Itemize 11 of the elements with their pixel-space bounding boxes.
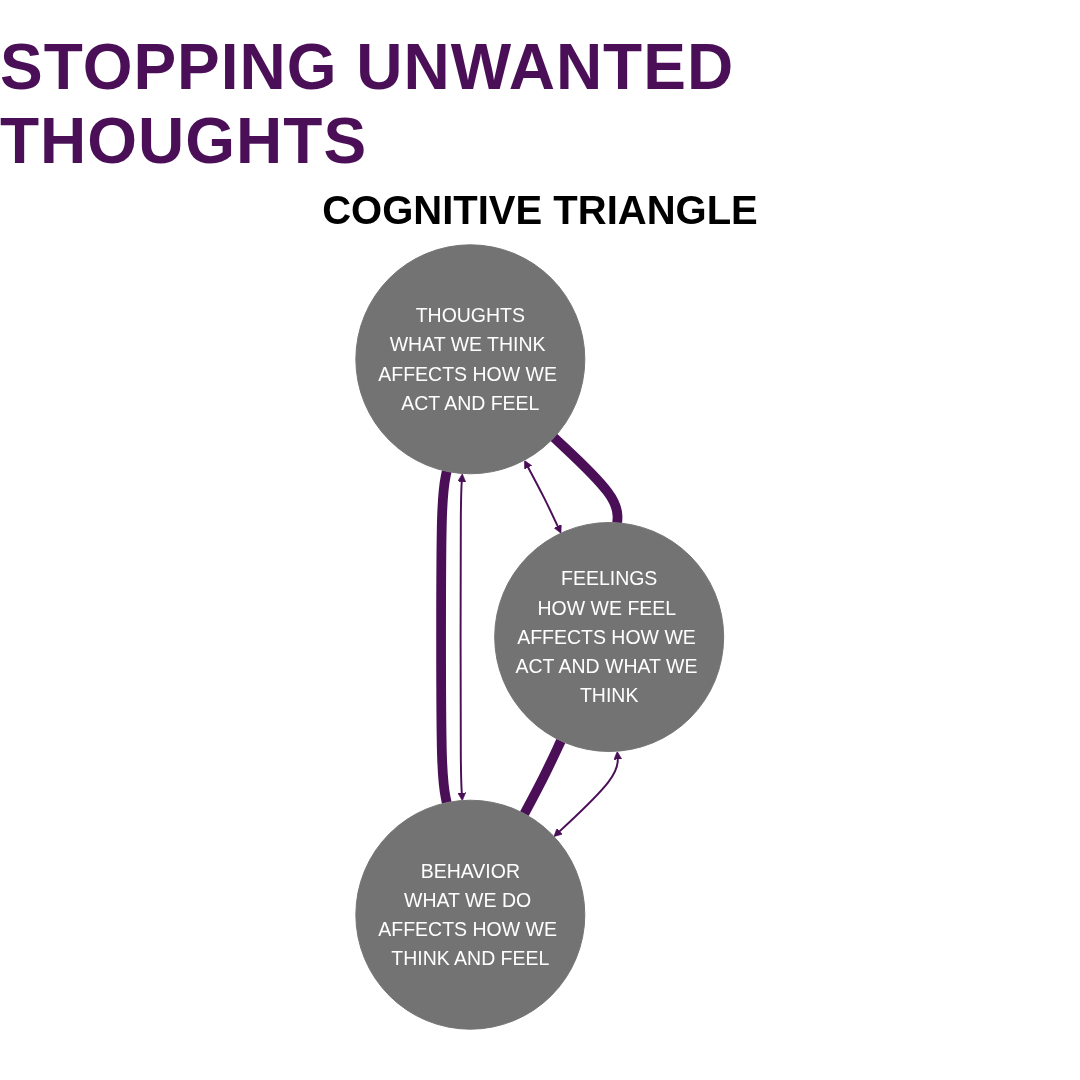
center-label: COGNITIVE TRIANGLE <box>322 188 758 233</box>
connector <box>520 738 566 817</box>
title: STOPPING UNWANTED THOUGHTS <box>0 30 736 178</box>
arrow <box>553 751 623 837</box>
connector <box>550 433 623 524</box>
connector <box>436 470 452 804</box>
node-circle: BEHAVIOR WHAT WE DO AFFECTS HOW WE THINK AND FEEL <box>355 799 586 1030</box>
arrow <box>457 473 467 801</box>
node-circle: THOUGHTS WHAT WE THINK AFFECTS HOW WE ACT AND FEEL <box>355 244 586 475</box>
node-circle: FEELINGS HOW WE FEEL AFFECTS HOW WE ACT AND WHAT WE THINK <box>494 522 725 752</box>
arrow <box>524 460 562 534</box>
